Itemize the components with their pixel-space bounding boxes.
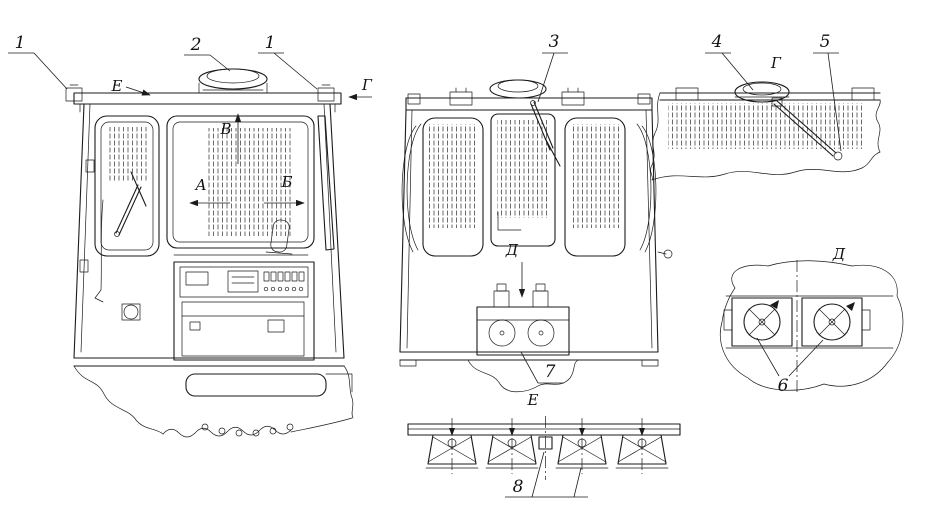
view-d: Д 6 — [719, 245, 904, 396]
fan-right — [801, 297, 871, 347]
side-window — [317, 115, 335, 251]
hatch-support-rod — [771, 97, 843, 161]
direction-label-a: А — [194, 176, 206, 194]
direction-label-v: В — [219, 120, 231, 138]
door-mechanism — [79, 159, 141, 321]
callout-6: 6 — [778, 376, 789, 396]
callout-2: 2 — [190, 35, 202, 55]
direction-label-g: Г — [361, 76, 373, 94]
left-handrail — [406, 123, 422, 251]
view-e: Е — [407, 391, 681, 498]
callout-1-right: 1 — [265, 33, 276, 53]
roof-fan-2 — [485, 418, 539, 474]
right-corner-lamp — [317, 87, 335, 102]
direction-label-d: Д — [505, 241, 519, 259]
control-panel — [173, 261, 315, 361]
view-title-g: Г — [770, 54, 782, 72]
callout-5: 5 — [820, 32, 831, 52]
callout-7: 7 — [545, 362, 556, 382]
wiper — [114, 171, 147, 237]
callout-3: 3 — [549, 32, 560, 52]
roof-hatch-top — [734, 81, 790, 103]
roof-fan-4 — [615, 418, 669, 474]
center-junction-box — [538, 416, 553, 480]
left-corner-lamp — [65, 87, 83, 102]
roof-fan-3 — [555, 418, 609, 474]
right-handrail — [636, 123, 652, 251]
seat — [265, 219, 293, 255]
washer-tanks — [476, 283, 570, 356]
direction-label-e: Е — [111, 77, 123, 95]
callout-1-left: 1 — [15, 33, 26, 53]
rear-windows — [422, 113, 626, 257]
view-title-d: Д — [832, 245, 846, 263]
direction-label-b: Б — [280, 173, 292, 191]
rear-view: 3 Д 7 — [399, 32, 673, 393]
callout-8: 8 — [513, 477, 524, 497]
rear-wiper — [530, 100, 561, 167]
roof-fan-1 — [425, 418, 479, 474]
windshield — [166, 115, 315, 256]
roof-hatch-rear — [489, 79, 547, 99]
door-window — [94, 115, 160, 257]
view-title-e: Е — [527, 391, 539, 409]
undercarriage — [73, 357, 354, 438]
fan-left — [723, 297, 793, 347]
view-g: Г 4 5 — [650, 32, 881, 181]
callout-4: 4 — [711, 32, 723, 52]
front-view: 1 2 1 Г Е В А Б — [8, 33, 373, 438]
roof-hatch — [198, 68, 268, 94]
